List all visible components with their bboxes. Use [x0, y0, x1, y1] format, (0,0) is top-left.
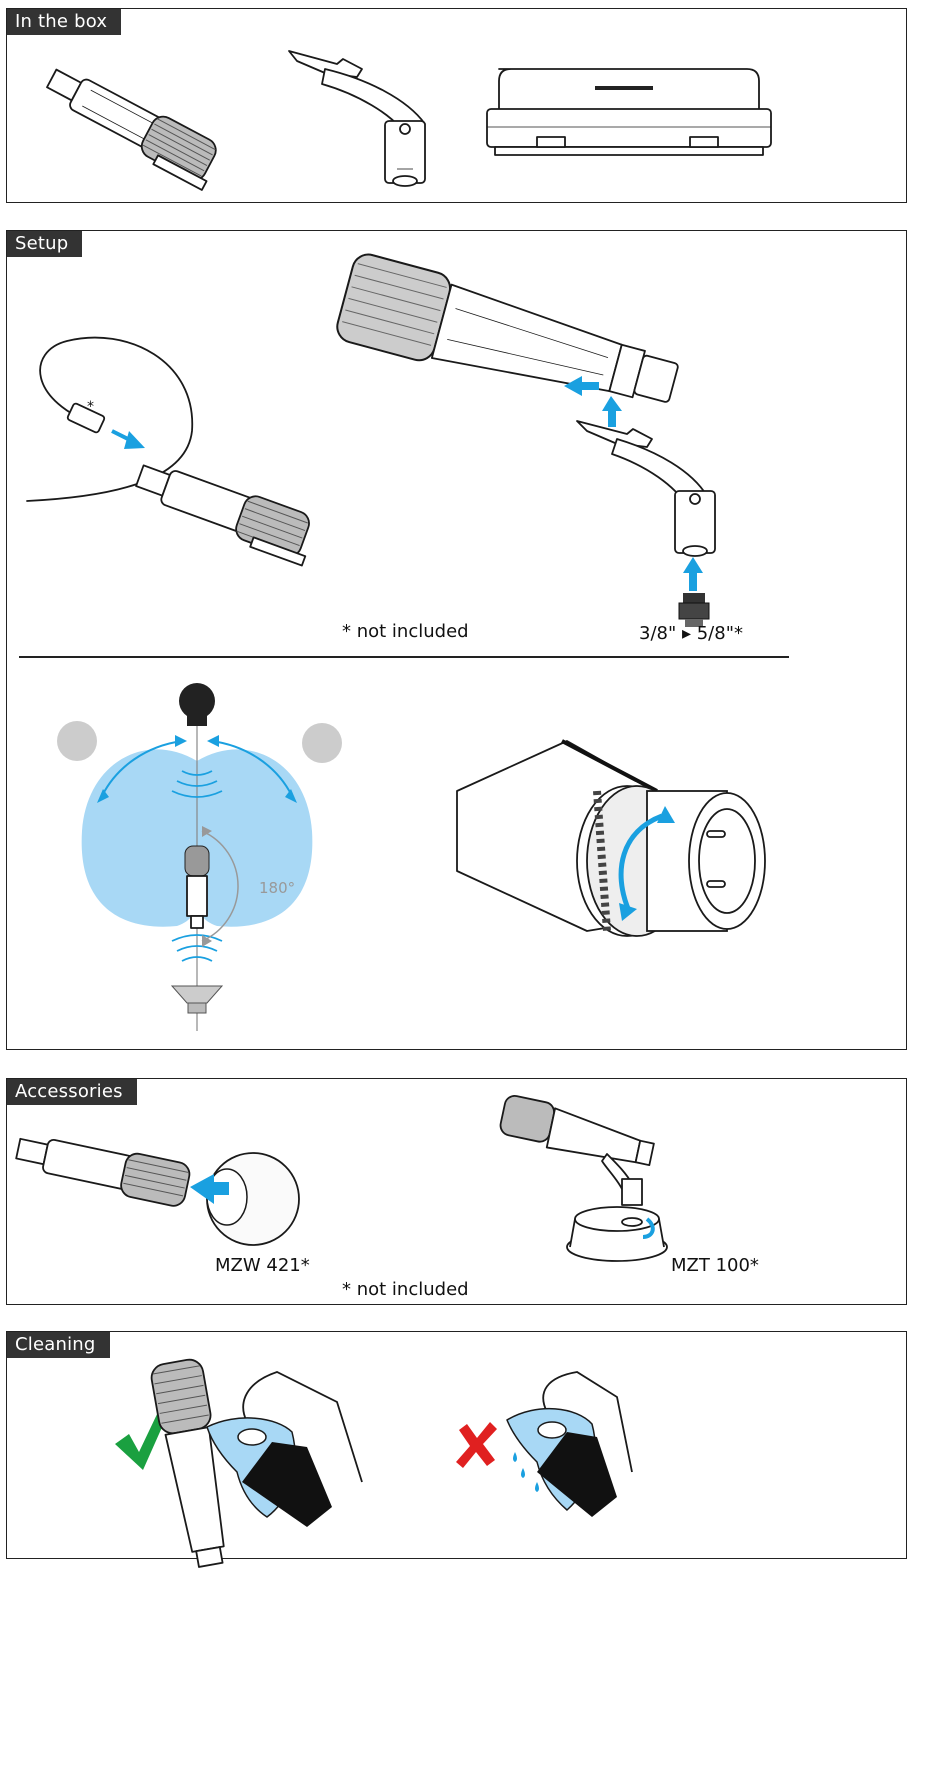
windscreen-label: MZW 421* [215, 1255, 310, 1276]
microphone-icon [135, 464, 310, 567]
table-stand-label: MZT 100* [671, 1255, 759, 1276]
head-icon [179, 683, 215, 726]
section-accessories: Accessories MZW 421* * not included MZT … [6, 1078, 907, 1305]
not-included-note: * not included [342, 621, 469, 642]
section-title-accessories: Accessories [7, 1079, 137, 1105]
section-setup: Setup * [6, 230, 907, 1050]
divider [19, 656, 789, 658]
speaker-icon [170, 985, 224, 1014]
cloth-icon [206, 1371, 363, 1527]
checkmark-icon [115, 1410, 167, 1470]
case-icon [486, 68, 772, 156]
thread-adapter-label: 3/8" ▸ 5/8"* [639, 623, 743, 644]
microphone-icon [336, 253, 716, 591]
angle-label: 180° [259, 879, 296, 897]
cross-icon [456, 1422, 497, 1468]
section-title-cleaning: Cleaning [7, 1332, 110, 1358]
windscreen-icon [190, 1152, 300, 1246]
section-title-setup: Setup [7, 231, 83, 257]
microphone-icon [15, 1137, 191, 1207]
head-icon [57, 721, 342, 763]
table-stand-icon [499, 1094, 668, 1262]
section-cleaning: Cleaning [6, 1331, 907, 1568]
microphone-icon [46, 68, 217, 191]
not-included-note: * not included [342, 1279, 469, 1300]
cloth-icon [506, 1371, 633, 1517]
clamp-icon [288, 50, 426, 187]
xlr-connector-icon [456, 739, 766, 937]
section-in-the-box: In the box [6, 8, 907, 203]
microphone-icon [150, 1358, 225, 1568]
cable-asterisk: * [87, 399, 94, 415]
polar-pattern-diagram [57, 683, 342, 1031]
thread-adapter-icon [678, 593, 710, 627]
section-title-in-the-box: In the box [7, 9, 122, 35]
